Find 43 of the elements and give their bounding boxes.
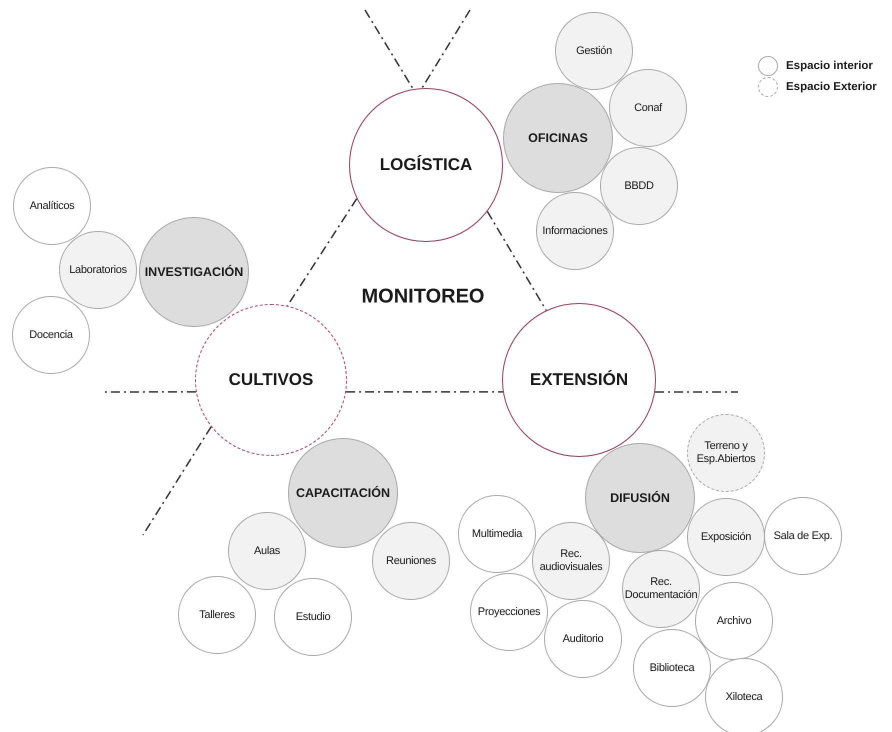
- dash-dot-line: [105, 391, 196, 393]
- group-circle: [503, 83, 613, 193]
- circle-label: Informaciones: [542, 224, 608, 238]
- circle-label: OFICINAS: [528, 130, 588, 146]
- circle-label: Xiloteca: [726, 690, 762, 704]
- circle-label: Rec. Documentación: [624, 576, 698, 602]
- circle-label: Auditorio: [562, 632, 604, 646]
- dash-dot-line: [486, 211, 547, 311]
- dash-dot-line: [286, 198, 358, 306]
- dash-dot-line: [655, 391, 738, 393]
- circle-label: Aulas: [254, 544, 280, 558]
- circle-label: Multimedia: [472, 528, 522, 540]
- circle-label: Laboratorios: [69, 264, 127, 276]
- circle-label: Talleres: [199, 608, 235, 622]
- circle-label: Biblioteca: [650, 662, 694, 674]
- circle-label: DIFUSIÓN: [610, 490, 670, 506]
- dash-dot-line: [346, 391, 503, 393]
- circle-label: Exposición: [700, 530, 752, 544]
- dash-dot-line: [364, 10, 414, 90]
- legend-label: Espacio interior: [786, 60, 873, 72]
- circle-label: Proyecciones: [478, 606, 540, 618]
- circle-label: Terreno y Esp.Abiertos: [696, 440, 756, 466]
- space-circle: [532, 522, 610, 600]
- circle-label: Docencia: [29, 328, 73, 342]
- circle-label: Conaf: [634, 102, 662, 114]
- circle-label: Analíticos: [30, 200, 74, 212]
- circle-label: Gestión: [576, 44, 612, 58]
- circle-label: Archivo: [716, 614, 752, 628]
- legend-label: Espacio Exterior: [786, 81, 877, 93]
- circle-label: EXTENSIÓN: [530, 370, 628, 390]
- center-title: MONITOREO: [362, 286, 484, 308]
- circle-label: LOGÍSTICA: [380, 155, 472, 175]
- circle-label: Reuniones: [386, 554, 436, 568]
- circle-label: Sala de Exp.: [774, 530, 832, 542]
- circle-label: Rec. audiovisuales: [538, 548, 604, 574]
- dash-dot-line: [421, 10, 471, 88]
- dash-dot-line: [142, 426, 212, 536]
- circle-label: BBDD: [624, 180, 654, 192]
- circle-label: Estudio: [296, 610, 330, 624]
- circle-label: CAPACITACIÓN: [296, 486, 390, 500]
- circle-label: INVESTIGACIÓN: [144, 264, 244, 280]
- space-circle: [622, 550, 700, 628]
- circle-label: CULTIVOS: [228, 370, 314, 390]
